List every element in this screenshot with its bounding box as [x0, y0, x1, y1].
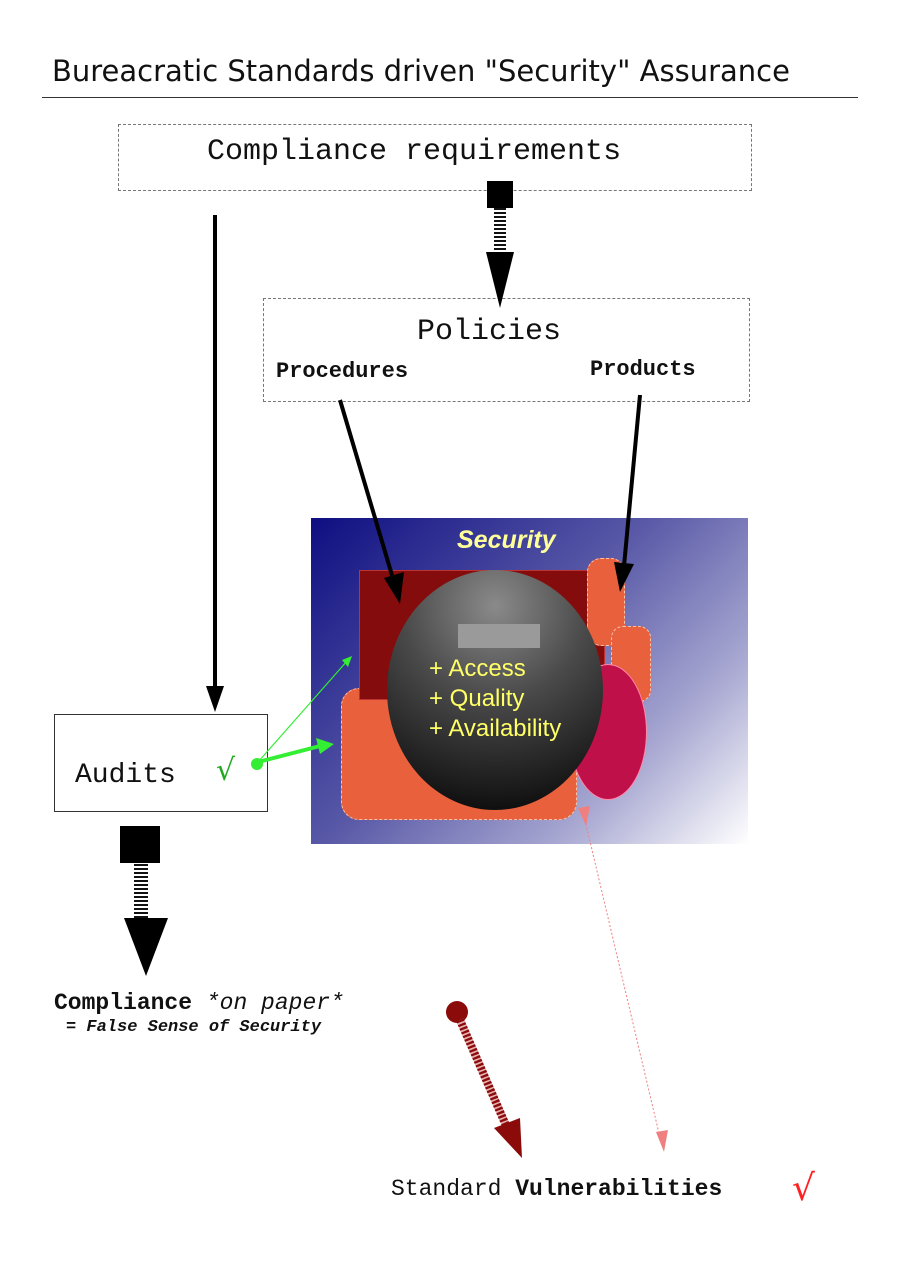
audits-to-compliance-arrow: [120, 826, 168, 976]
vulnerabilities-arrow: [446, 1001, 522, 1158]
policies-label: Policies: [417, 315, 562, 349]
audits-to-security-links: [251, 656, 352, 770]
products-label: Products: [590, 357, 696, 382]
compliance-requirements-label: Compliance requirements: [207, 135, 622, 169]
security-to-vulnerabilities-link: [578, 806, 668, 1152]
on-paper-text: *on paper*: [205, 990, 344, 1016]
procedures-arrow: [338, 399, 404, 604]
audits-checkmark: √: [216, 753, 236, 788]
security-sphere: + Access + Quality + Availability: [387, 570, 603, 810]
products-arrow: [614, 394, 642, 592]
compliance-bold-text: Compliance: [54, 990, 193, 1016]
compliance-to-audits-arrow: [206, 215, 224, 712]
audits-box: Audits √: [54, 714, 268, 812]
compliance-to-policies-arrow: [486, 181, 514, 308]
compliance-requirements-box: Compliance requirements: [118, 124, 752, 191]
policies-box: Policies Procedures Products: [263, 298, 750, 402]
access-item: + Access: [429, 655, 526, 682]
title-underline: [42, 97, 858, 98]
security-label: Security: [457, 526, 556, 554]
sphere-items: + Access + Quality + Availability: [429, 654, 561, 744]
standard-text: Standard: [391, 1176, 502, 1202]
vulnerabilities-checkmark: √: [792, 1168, 815, 1209]
false-sense-text: = False Sense of Security: [66, 1018, 322, 1037]
quality-item: + Quality: [429, 685, 525, 712]
procedures-label: Procedures: [276, 359, 409, 384]
security-panel: Security + Access + Quality + Availabili…: [311, 518, 748, 844]
blurred-label: [458, 624, 540, 648]
vulnerabilities-text: Vulnerabilities: [515, 1176, 723, 1202]
availability-item: + Availability: [429, 715, 562, 742]
standard-vulnerabilities: Standard Vulnerabilities: [391, 1176, 722, 1202]
compliance-on-paper: Compliance *on paper*: [54, 990, 344, 1016]
audits-label: Audits: [75, 760, 176, 791]
diagram-title: Bureacratic Standards driven "Security" …: [52, 54, 790, 88]
